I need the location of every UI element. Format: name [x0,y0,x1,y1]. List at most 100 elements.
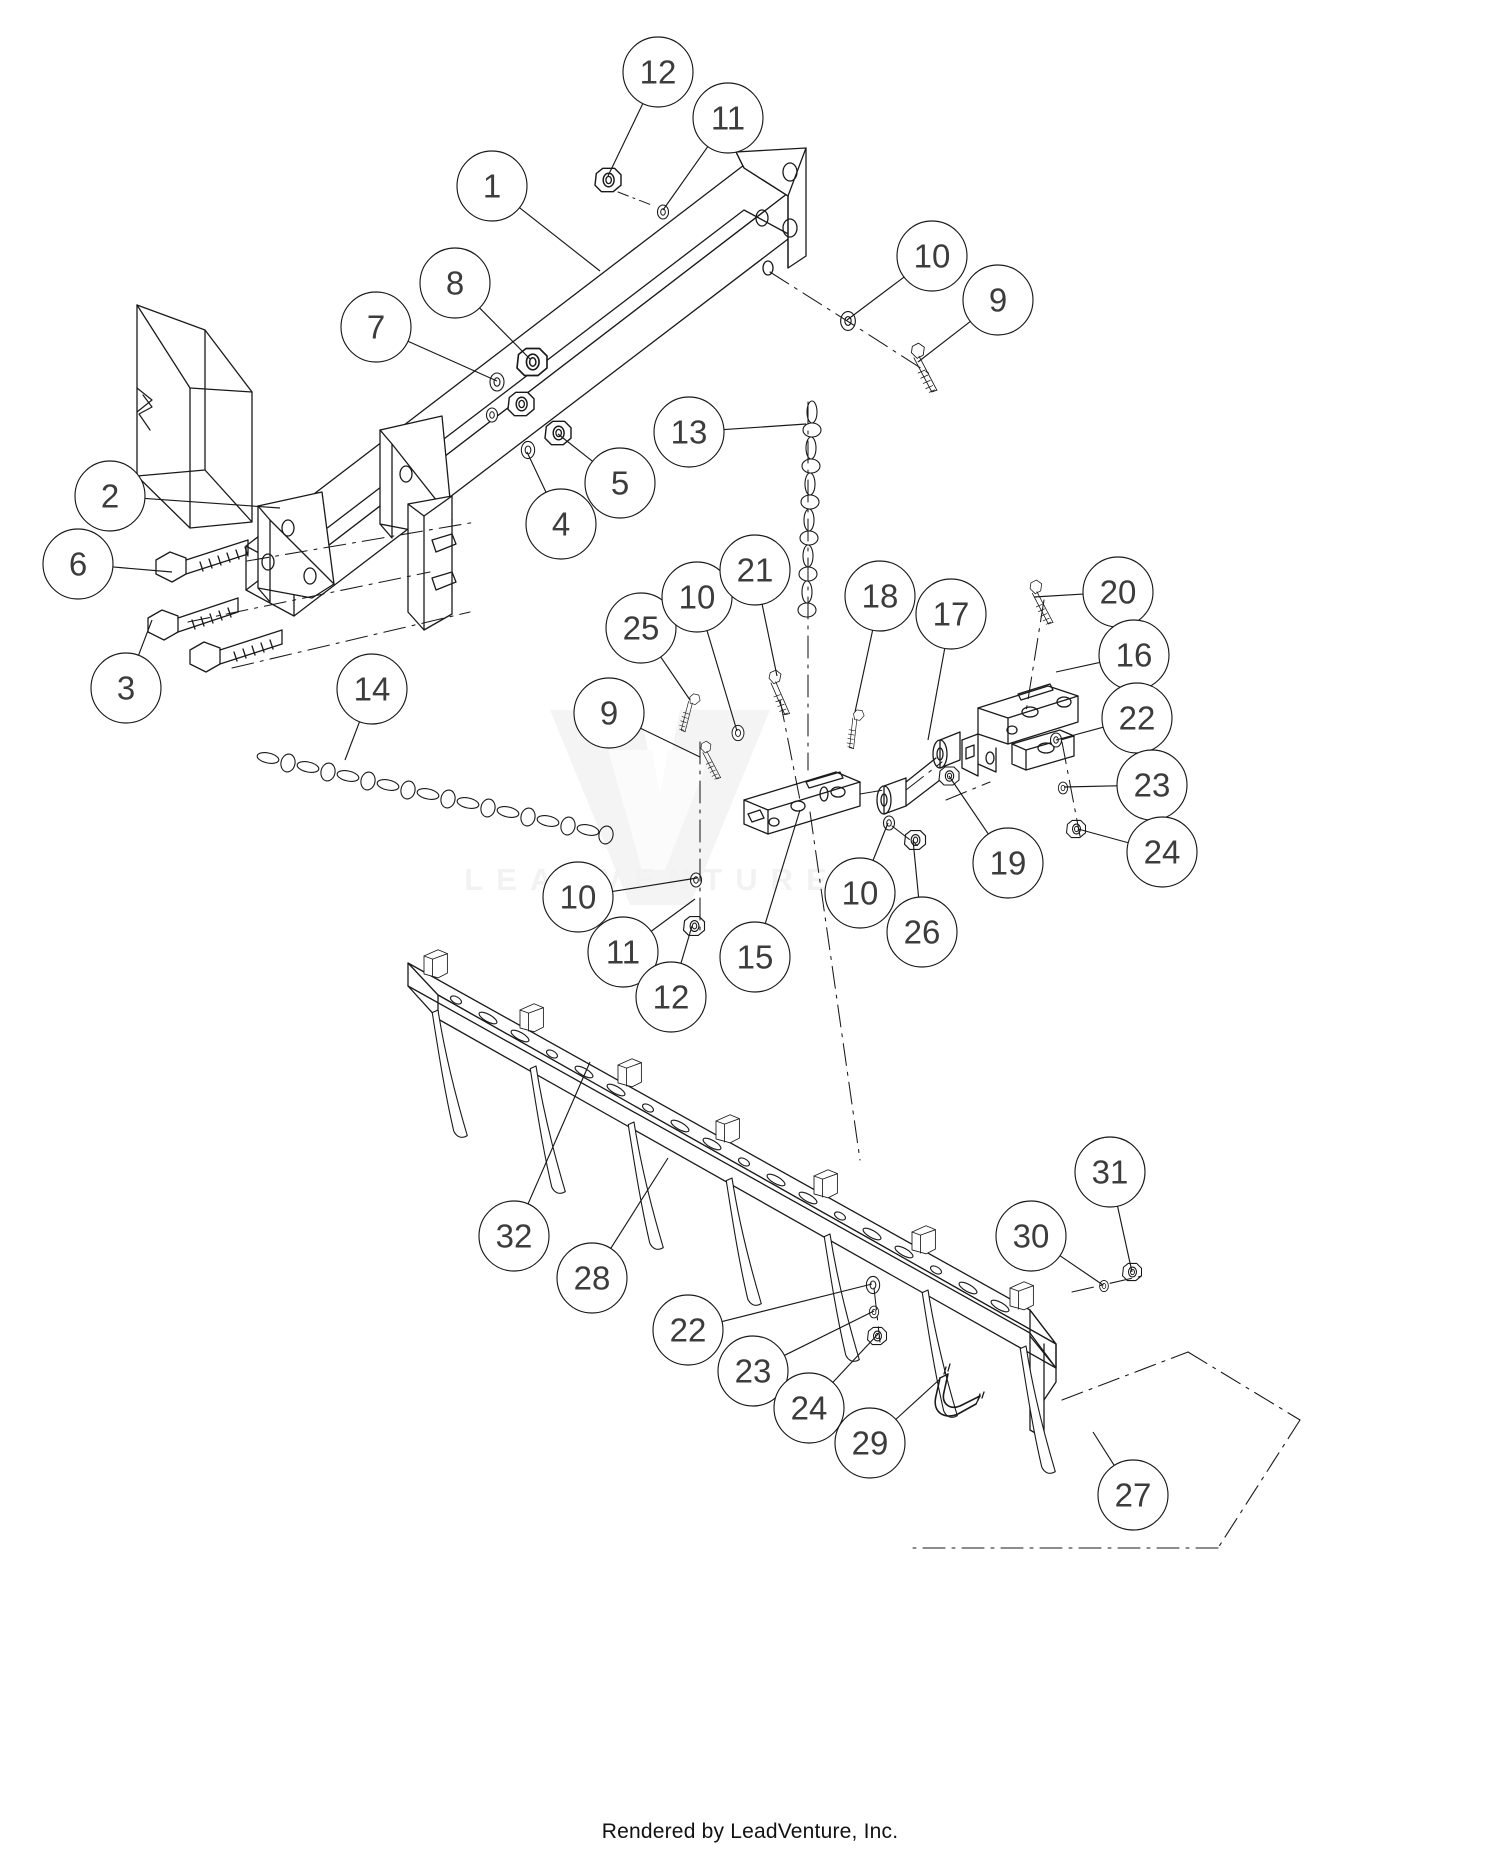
callout-10[interactable]: 10 [824,822,896,929]
callout-bubble[interactable] [692,82,764,154]
callout-10[interactable]: 10 [846,220,968,321]
callout-bubble[interactable] [1126,816,1198,888]
callout-bubble[interactable] [824,857,896,929]
callout-21[interactable]: 21 [719,534,791,677]
callout-5[interactable]: 5 [557,433,656,519]
callout-9[interactable]: 9 [573,677,701,758]
callout-16[interactable]: 16 [1055,619,1170,691]
callout-bubble[interactable] [622,36,694,108]
callout-leader [723,423,807,431]
callout-bubble[interactable] [1074,1136,1146,1208]
callout-11[interactable]: 11 [587,898,696,988]
callout-number: 14 [354,671,391,708]
callout-bubble[interactable] [773,1372,845,1444]
callout-bubble[interactable] [834,1407,906,1479]
callout-2[interactable]: 2 [74,460,281,532]
callout-bubble[interactable] [584,447,656,519]
callout-bubble[interactable] [419,247,491,319]
callout-bubble[interactable] [719,921,791,993]
callout-22[interactable]: 22 [1055,682,1173,754]
callout-leader [557,433,593,462]
callout-leader [407,340,498,382]
callout-9[interactable]: 9 [917,264,1034,363]
callout-bubble[interactable] [456,150,528,222]
callout-bubble[interactable] [719,534,791,606]
callout-10[interactable]: 10 [661,561,738,732]
part-chain-vertical [797,400,822,618]
callout-1[interactable]: 1 [456,150,601,272]
callout-25[interactable]: 25 [605,592,691,701]
callout-26[interactable]: 26 [886,839,958,968]
callout-bubble[interactable] [336,653,408,725]
callout-10[interactable]: 10 [542,861,698,933]
callout-bubble[interactable] [972,827,1044,899]
callout-29[interactable]: 29 [834,1378,941,1479]
callout-leader [784,1310,875,1356]
callout-30[interactable]: 30 [995,1200,1104,1286]
callout-4[interactable]: 4 [525,451,597,560]
callout-bubble[interactable] [653,396,725,468]
callout-13[interactable]: 13 [653,396,807,468]
callout-bubble[interactable] [896,220,968,292]
part-u-bolt [934,1363,985,1417]
callout-bubble[interactable] [886,896,958,968]
callout-24[interactable]: 24 [1077,816,1198,888]
callout-bubble[interactable] [962,264,1034,336]
callout-leader [526,451,547,493]
callout-bubble[interactable] [605,592,677,664]
callout-number: 31 [1092,1154,1129,1191]
callout-17[interactable]: 17 [915,578,987,741]
callout-number: 12 [653,979,690,1016]
part-bolt-3a [147,597,239,641]
callout-leader [640,727,701,758]
callout-bubble[interactable] [573,677,645,749]
callout-bubble[interactable] [652,1294,724,1366]
callout-23[interactable]: 23 [1063,749,1188,821]
callout-number: 18 [862,578,899,615]
callout-27[interactable]: 27 [1092,1431,1169,1531]
callout-bubble[interactable] [995,1200,1067,1272]
callout-bubble[interactable] [717,1335,789,1407]
callout-3[interactable]: 3 [90,619,162,724]
callout-31[interactable]: 31 [1074,1136,1146,1273]
callout-bubble[interactable] [42,528,114,600]
callout-11[interactable]: 11 [662,82,764,211]
callout-32[interactable]: 32 [478,1061,591,1272]
callout-leader [1033,593,1084,598]
callout-24[interactable]: 24 [773,1333,879,1444]
callout-bubble[interactable] [525,488,597,560]
callout-bubble[interactable] [478,1200,550,1272]
callout-bubble[interactable] [90,652,162,724]
callout-bubble[interactable] [556,1242,628,1314]
hardware-right-beam [839,310,944,394]
callout-12[interactable]: 12 [607,36,694,177]
callout-bubble[interactable] [587,916,659,988]
callout-20[interactable]: 20 [1033,556,1154,628]
hardware-bar-end [1099,1262,1143,1293]
callout-28[interactable]: 28 [556,1157,669,1314]
callout-bubble[interactable] [915,578,987,650]
callout-bubble[interactable] [74,460,146,532]
callout-12[interactable]: 12 [635,925,707,1033]
callout-22[interactable]: 22 [652,1283,873,1366]
callout-6[interactable]: 6 [42,528,173,600]
callout-bubble[interactable] [844,560,916,632]
callout-18[interactable]: 18 [844,560,916,713]
callout-23[interactable]: 23 [717,1310,875,1407]
callout-number: 16 [1116,637,1153,674]
callout-number: 27 [1115,1477,1152,1514]
callout-7[interactable]: 7 [340,291,498,382]
callout-leader [1063,785,1118,788]
hardware-bar-mid [865,1275,888,1346]
callout-bubble[interactable] [542,861,614,933]
callout-15[interactable]: 15 [719,809,801,993]
callout-19[interactable]: 19 [948,775,1044,899]
callout-14[interactable]: 14 [336,653,408,761]
callout-8[interactable]: 8 [419,247,531,360]
callout-bubble[interactable] [340,291,412,363]
callout-number: 24 [791,1390,828,1427]
footer-attribution: Rendered by LeadVenture, Inc. [601,1820,899,1843]
callout-bubble[interactable] [635,961,707,1033]
callout-bubble[interactable] [1097,1459,1169,1531]
